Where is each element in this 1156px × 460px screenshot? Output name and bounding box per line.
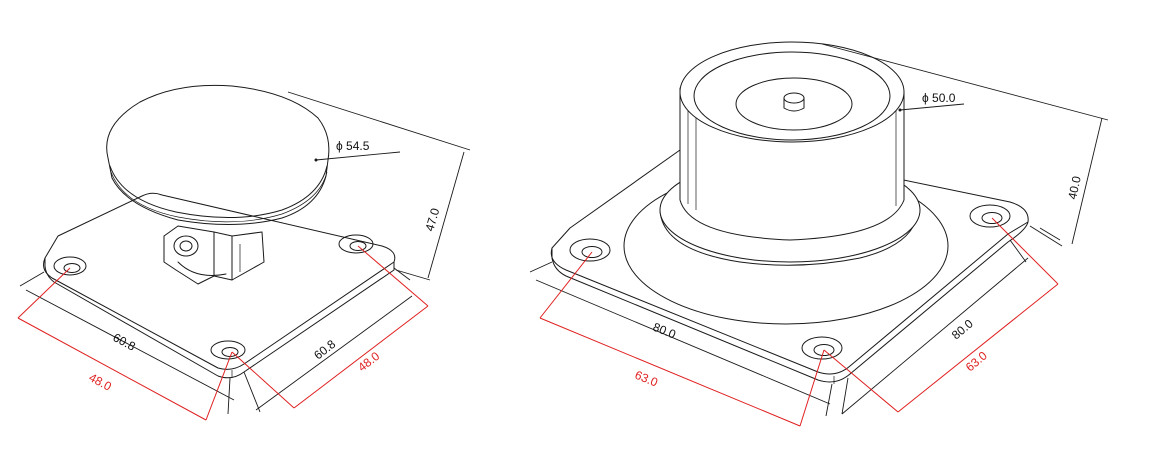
left-mounting-hole bbox=[338, 234, 374, 254]
left-width-side-label: 60.8 bbox=[311, 337, 338, 363]
left-disk bbox=[106, 84, 330, 226]
right-mounting-hole bbox=[801, 336, 843, 360]
left-dimensions bbox=[19, 91, 471, 415]
right-mounting-hole bbox=[969, 204, 1011, 228]
left-bracket bbox=[163, 225, 265, 285]
left-mounting-hole bbox=[210, 340, 246, 360]
left-hole-spacing bbox=[17, 245, 429, 421]
left-height-label: 47.0 bbox=[422, 206, 442, 233]
left-width-front-label: 60.8 bbox=[111, 330, 138, 353]
left-mounting-hole bbox=[53, 256, 87, 276]
right-part bbox=[550, 41, 1029, 384]
right-diameter-label: ϕ 50.0 bbox=[922, 91, 956, 105]
right-hole-front-label: 63.0 bbox=[633, 368, 660, 390]
left-part bbox=[43, 84, 396, 379]
right-height-label: 40.0 bbox=[1065, 175, 1084, 201]
right-width-side-label: 80.0 bbox=[949, 316, 976, 342]
right-dimensions bbox=[529, 43, 1109, 417]
right-magnet-cylinder bbox=[659, 41, 921, 266]
left-hole-side-label: 48.0 bbox=[355, 349, 382, 375]
left-base-plate bbox=[43, 192, 396, 379]
right-hole-side-label: 63.0 bbox=[963, 348, 990, 374]
left-diameter-label: ϕ 54.5 bbox=[336, 139, 370, 153]
right-mounting-hole bbox=[569, 238, 611, 262]
left-hole-front-label: 48.0 bbox=[87, 370, 114, 393]
right-hole-spacing bbox=[539, 217, 1059, 427]
